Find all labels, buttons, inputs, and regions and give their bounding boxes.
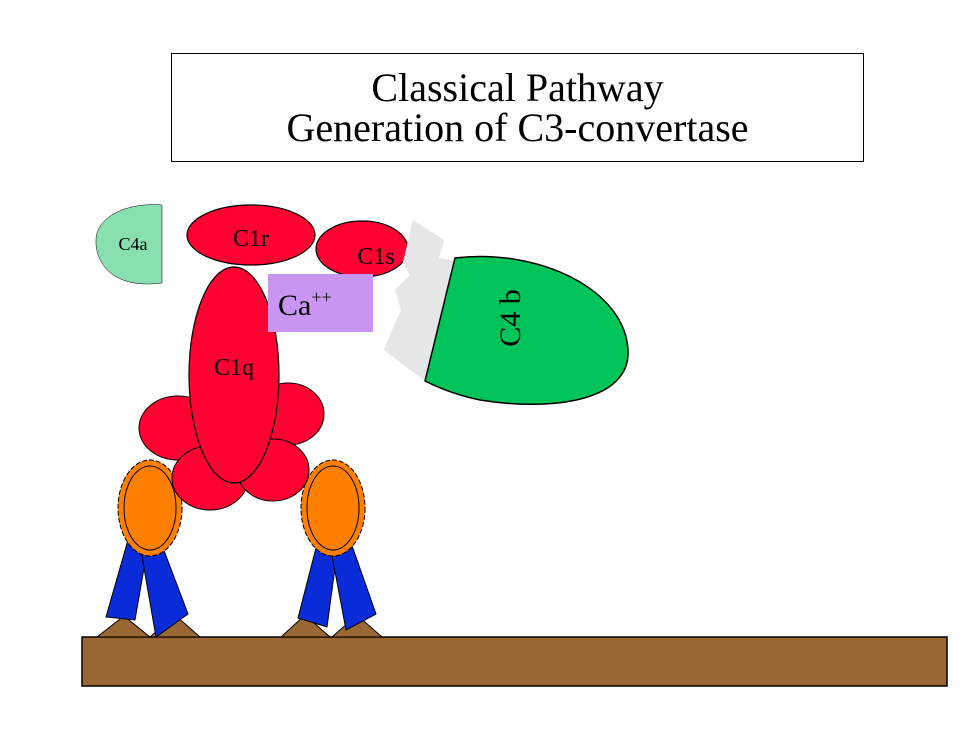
c4a-fragment (95, 204, 163, 285)
cell-membrane (81, 636, 948, 687)
antigen-right (300, 459, 366, 557)
calcium-label-sup: ++ (311, 287, 331, 307)
c4b-fragment (424, 255, 629, 405)
title-box: Classical Pathway Generation of C3-conve… (171, 53, 864, 162)
c1s-label: C1s (357, 244, 394, 270)
membrane-anchor-4 (330, 614, 384, 638)
title-line-2: Generation of C3-convertase (286, 105, 749, 150)
antigen-left (117, 459, 183, 557)
c1q-stalk (188, 266, 280, 484)
c4b-label: C4 b (494, 289, 527, 347)
membrane-anchor-1 (95, 615, 152, 638)
calcium-label: Ca++ (278, 287, 332, 322)
title-line-1: Classical Pathway (371, 65, 664, 110)
calcium-box (268, 274, 373, 332)
c4a-label: C4a (119, 234, 148, 254)
c1q-label: C1q (214, 355, 254, 381)
membrane-anchor-3 (279, 614, 332, 638)
c1r-label: C1r (233, 226, 269, 252)
calcium-label-base: Ca (278, 289, 311, 322)
c1r (186, 204, 316, 266)
cleavage-site (384, 220, 460, 381)
